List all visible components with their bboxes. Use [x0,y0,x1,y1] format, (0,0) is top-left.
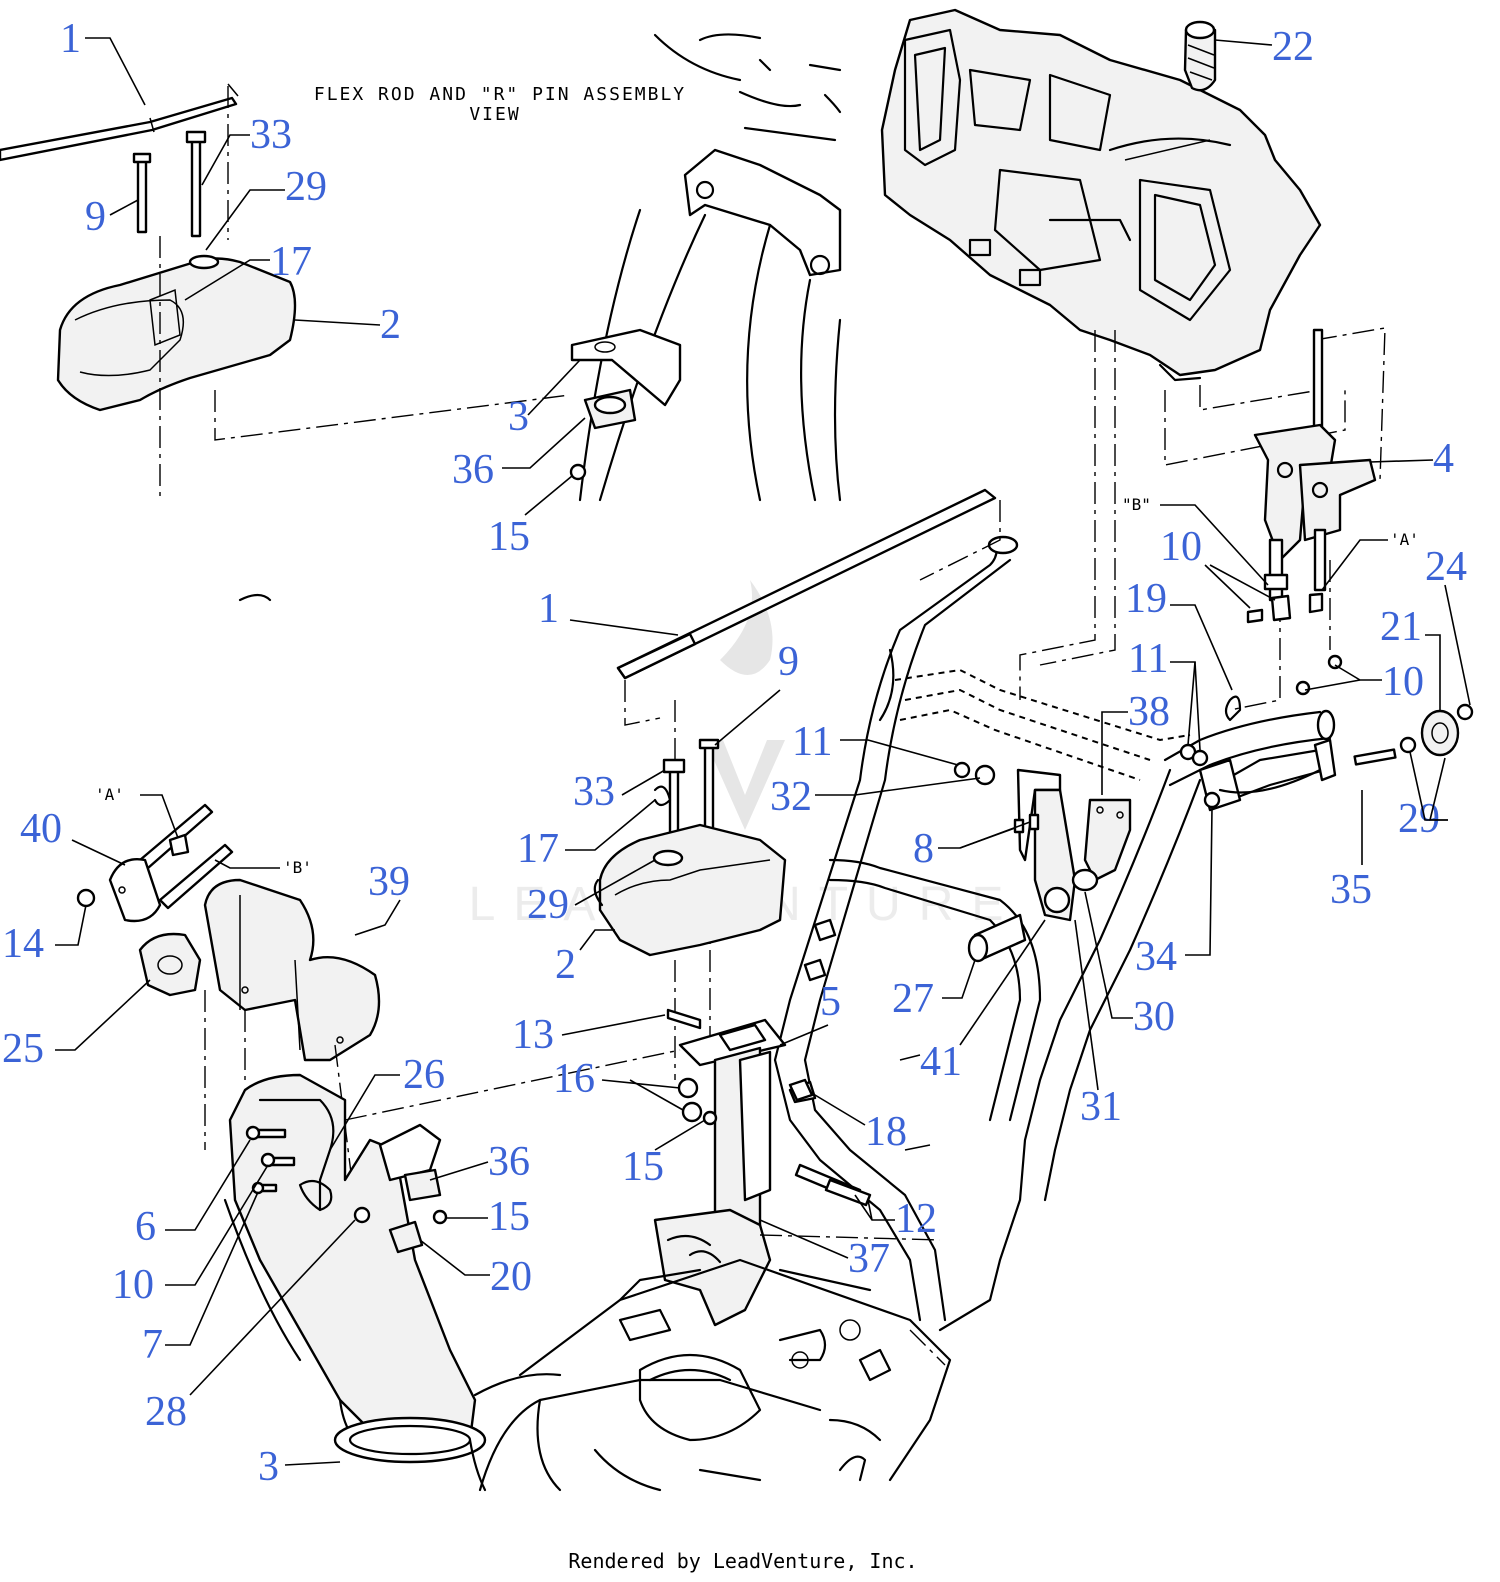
callout-24: 24 [1425,544,1467,590]
callout-41: 41 [920,1039,962,1085]
deflector [203,878,381,1062]
callout-17: 17 [270,239,312,285]
callout-11-center: 11 [792,719,832,765]
callout-29-center: 29 [527,882,569,928]
callout-11-right: 11 [1128,636,1168,682]
deflector-assembly [76,803,681,1206]
callout-34: 34 [1135,934,1177,980]
label-B-left: 'B' [283,858,312,877]
shift-lever-assembly [1246,328,1377,624]
callout-19: 19 [1125,576,1167,622]
callout-15-center: 15 [622,1144,664,1190]
callout-20: 20 [490,1254,532,1300]
callout-27: 27 [892,976,934,1022]
lower-chute [223,1073,487,1464]
callout-17-center: 17 [517,826,559,872]
callout-36: 36 [452,447,494,493]
callout-16: 16 [553,1056,595,1102]
callout-3: 3 [508,394,529,440]
chute-knob [1183,20,1217,92]
label-A-right: 'A' [1390,530,1419,549]
handle-frame [238,535,1397,1332]
chute-support [653,1008,872,1327]
callout-2-center: 2 [555,942,576,988]
callout-39: 39 [368,859,410,905]
callout-14: 14 [2,921,44,967]
callout-15-lower: 15 [488,1194,530,1240]
callout-9: 9 [85,194,106,240]
callout-10-top: 10 [1160,524,1202,570]
callout-33: 33 [250,112,292,158]
callout-21: 21 [1380,604,1422,650]
callout-31: 31 [1080,1084,1122,1130]
flex-rod-inset [0,96,238,162]
gear-housing-center [593,823,787,957]
callout-7: 7 [142,1322,163,1368]
callout-26: 26 [403,1052,445,1098]
callout-36-lower: 36 [488,1139,530,1185]
callout-4: 4 [1433,436,1454,482]
callout-12: 12 [895,1196,937,1242]
callout-8: 8 [913,826,934,872]
callout-37: 37 [848,1236,890,1282]
callout-9-center: 9 [778,639,799,685]
label-A-left: 'A' [95,785,124,804]
callout-6: 6 [135,1204,156,1250]
lever-brackets [953,654,1474,963]
view-title-line2: VIEW [469,104,520,125]
callout-5: 5 [820,979,841,1025]
callout-25: 25 [2,1026,44,1072]
callout-3-lower: 3 [258,1444,279,1490]
callout-10-lower: 10 [112,1262,154,1308]
callout-38: 38 [1128,689,1170,735]
view-title-line1: FLEX ROD AND "R" PIN ASSEMBLY [314,84,686,105]
callout-18: 18 [865,1109,907,1155]
callout-32: 32 [770,774,812,820]
auger-housing [468,1234,952,1492]
callout-2: 2 [380,302,401,348]
callouts: 1 33 9 29 17 2 3 36 15 22 4 "B" 10 'A' 2… [2,16,1471,1490]
callout-29: 29 [285,164,327,210]
upper-chute-section [569,33,842,502]
callout-15: 15 [488,514,530,560]
callout-13: 13 [512,1012,554,1058]
callout-22: 22 [1272,24,1314,70]
callout-1: 1 [60,16,81,62]
callout-1-center: 1 [538,586,559,632]
footer-credit: Rendered by LeadVenture, Inc. [568,1549,917,1573]
control-dash [880,8,1322,382]
dash-panel [880,8,1322,377]
callout-30: 30 [1133,994,1175,1040]
callout-33-center: 33 [573,769,615,815]
callout-10-right: 10 [1382,659,1424,705]
label-B-right: "B" [1122,495,1151,514]
callout-35: 35 [1330,867,1372,913]
callout-28: 28 [145,1389,187,1435]
callout-29-right: 29 [1398,796,1440,842]
callout-40: 40 [20,806,62,852]
gear-housing-inset [56,257,297,412]
bracket-top [570,328,682,407]
inset-view: FLEX ROD AND "R" PIN ASSEMBLY VIEW [0,83,686,500]
